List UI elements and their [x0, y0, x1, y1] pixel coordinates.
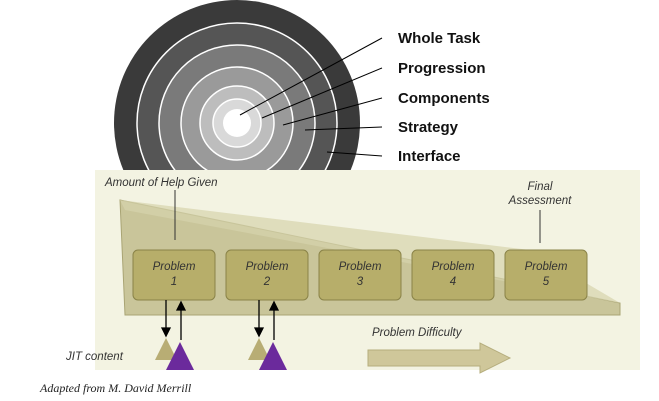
problem-box-5: Problem 5 — [504, 249, 588, 301]
problem-4-number: 4 — [450, 276, 456, 288]
jit-label: JIT content — [65, 351, 124, 363]
problem-box-4: Problem 4 — [411, 249, 495, 301]
problem-3-number: 3 — [357, 276, 364, 288]
leader-components — [282, 97, 383, 126]
jit-arrowhead-up-1 — [175, 300, 187, 311]
jit-triangle-2 — [259, 342, 287, 370]
difficulty-arrow — [367, 342, 512, 374]
jit-arrowhead-up-2 — [268, 300, 280, 311]
problem-5-number: 5 — [543, 276, 550, 288]
layers-rings — [114, 0, 360, 170]
jit-arrowhead-down-2 — [253, 327, 265, 338]
layer-leader-lines — [239, 37, 383, 157]
problem-5-title: Problem — [525, 261, 568, 273]
problem-box-3: Problem 3 — [318, 249, 402, 301]
leader-interface — [326, 151, 383, 157]
problem-3-title: Problem — [339, 261, 382, 273]
problem-boxes: Problem 1 Problem 2 Problem 3 Problem 4 … — [132, 249, 588, 301]
label-components: Components — [398, 90, 490, 107]
jit-arrows — [160, 300, 280, 340]
final-assessment-line1: Final — [528, 181, 553, 193]
jit-triangle-small-1 — [155, 338, 177, 360]
problem-1-number: 1 — [171, 276, 177, 288]
ring-center — [223, 109, 251, 137]
leader-strategy — [304, 126, 383, 131]
problem-box-1: Problem 1 — [132, 249, 216, 301]
label-progression: Progression — [398, 60, 486, 77]
leader-whole-task — [239, 37, 383, 116]
leader-progression — [261, 67, 383, 119]
problem-1-title: Problem — [153, 261, 196, 273]
problem-box-2: Problem 2 — [225, 249, 309, 301]
final-assessment-line2: Assessment — [508, 195, 572, 207]
problem-4-title: Problem — [432, 261, 475, 273]
label-interface: Interface — [398, 148, 461, 165]
jit-triangle-1 — [166, 342, 194, 370]
problem-2-title: Problem — [246, 261, 289, 273]
credit-text: Adapted from M. David Merrill — [39, 381, 192, 395]
label-whole-task: Whole Task — [398, 30, 481, 47]
difficulty-label: Problem Difficulty — [372, 327, 463, 339]
help-label: Amount of Help Given — [104, 177, 218, 189]
jit-arrowhead-down-1 — [160, 327, 172, 338]
problem-2-number: 2 — [263, 276, 271, 288]
layer-labels: Whole Task Progression Components Strate… — [398, 30, 490, 165]
jit-triangle-small-2 — [248, 338, 270, 360]
label-strategy: Strategy — [398, 119, 459, 136]
jit-triangles — [155, 338, 287, 370]
